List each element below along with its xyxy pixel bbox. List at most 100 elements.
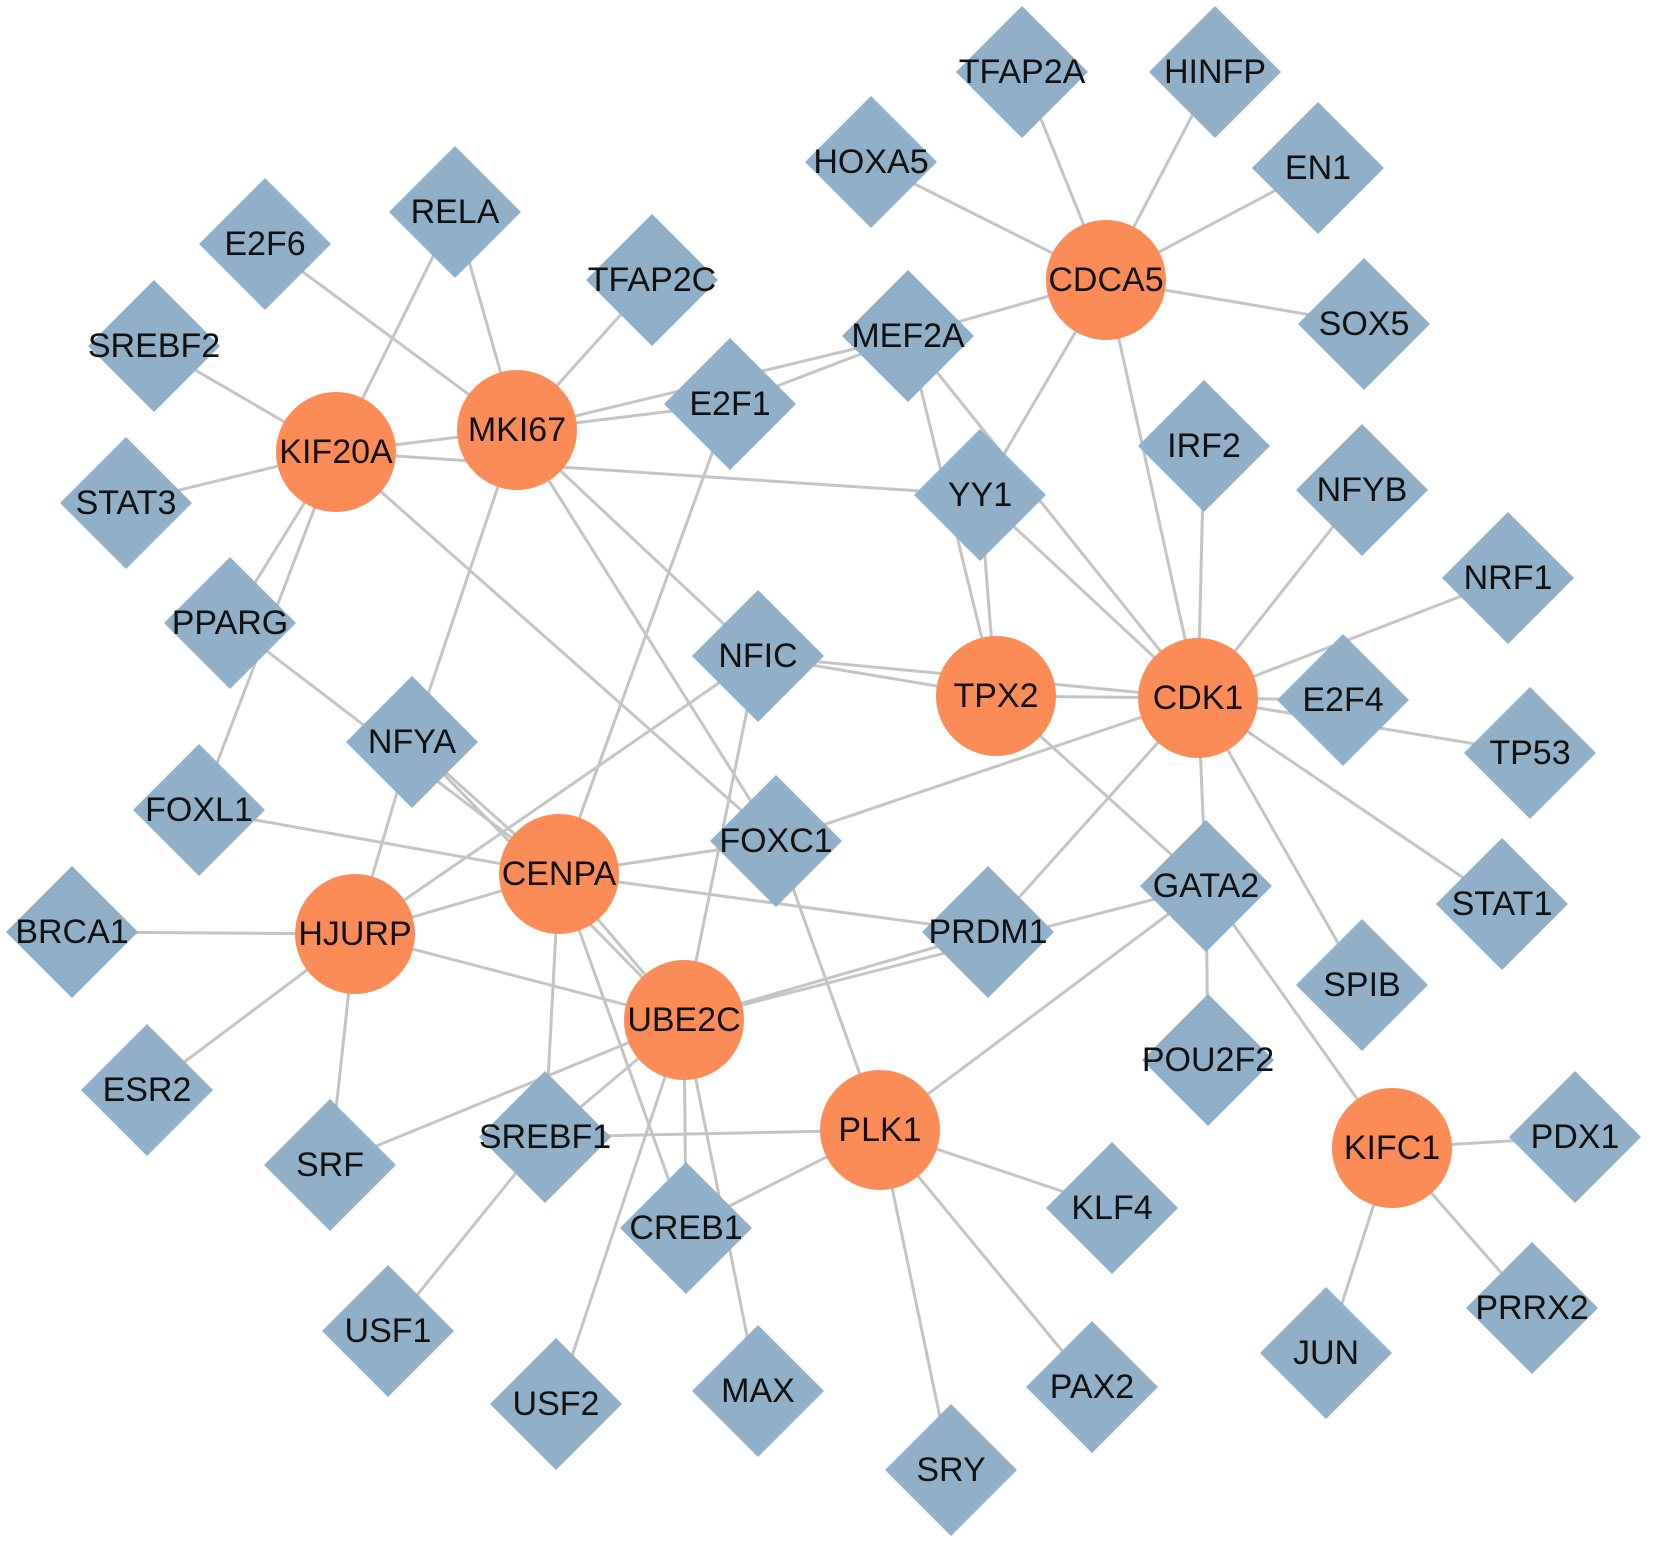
node-label-mef2a: MEF2A: [851, 317, 965, 355]
tf-diamond-tfap2a: [956, 6, 1088, 138]
tf-node-en1[interactable]: EN1: [1252, 102, 1384, 234]
tf-node-prrx2[interactable]: PRRX2: [1466, 1242, 1598, 1374]
tf-node-klf4[interactable]: KLF4: [1046, 1142, 1178, 1274]
node-label-plk1: PLK1: [838, 1111, 921, 1149]
tf-node-pax2[interactable]: PAX2: [1026, 1321, 1158, 1453]
tf-node-spib[interactable]: SPIB: [1296, 919, 1428, 1051]
tf-diamond-pparg: [164, 557, 296, 689]
hub-node-ube2c[interactable]: UBE2C: [624, 960, 744, 1080]
tf-node-e2f4[interactable]: E2F4: [1277, 634, 1409, 766]
tf-diamond-jun: [1260, 1287, 1392, 1419]
tf-node-max[interactable]: MAX: [692, 1325, 824, 1457]
node-label-prrx2: PRRX2: [1475, 1289, 1588, 1327]
hub-node-cenpa[interactable]: CENPA: [499, 814, 619, 934]
node-label-pdx1: PDX1: [1531, 1118, 1620, 1156]
edge-kif20a-foxc1: [335, 450, 777, 843]
tf-diamond-srebf2: [88, 280, 220, 412]
node-label-foxc1: FOXC1: [719, 822, 832, 860]
node-label-pparg: PPARG: [172, 604, 289, 642]
tf-node-srebf2[interactable]: SREBF2: [88, 280, 220, 412]
tf-diamond-hoxa5: [805, 96, 937, 228]
tf-node-creb1[interactable]: CREB1: [620, 1162, 752, 1294]
node-label-en1: EN1: [1285, 149, 1351, 187]
tf-diamond-pax2: [1026, 1321, 1158, 1453]
tf-node-pou2f2[interactable]: POU2F2: [1142, 994, 1274, 1126]
node-label-hjurp: HJURP: [298, 915, 411, 953]
tf-diamond-e2f1: [664, 338, 796, 470]
node-label-yy1: YY1: [948, 476, 1012, 514]
tf-node-nfyb[interactable]: NFYB: [1296, 424, 1428, 556]
tf-diamond-foxl1: [133, 744, 265, 876]
tf-node-nrf1[interactable]: NRF1: [1442, 512, 1574, 644]
tf-node-brca1[interactable]: BRCA1: [6, 866, 138, 998]
tf-node-stat1[interactable]: STAT1: [1436, 838, 1568, 970]
node-label-max: MAX: [721, 1372, 795, 1410]
tf-node-hoxa5[interactable]: HOXA5: [805, 96, 937, 228]
tf-diamond-srf: [264, 1099, 396, 1231]
tf-node-mef2a[interactable]: MEF2A: [842, 270, 974, 402]
tf-node-yy1[interactable]: YY1: [914, 429, 1046, 561]
tf-diamond-sry: [885, 1404, 1017, 1536]
node-label-nfya: NFYA: [368, 723, 456, 761]
tf-node-tfap2a[interactable]: TFAP2A: [956, 6, 1088, 138]
hub-node-kif20a[interactable]: KIF20A: [276, 392, 396, 512]
tf-node-sox5[interactable]: SOX5: [1298, 258, 1430, 390]
tf-node-nfya[interactable]: NFYA: [346, 676, 478, 808]
hub-node-cdca5[interactable]: CDCA5: [1046, 220, 1166, 340]
hub-node-plk1[interactable]: PLK1: [820, 1070, 940, 1190]
tf-node-irf2[interactable]: IRF2: [1138, 380, 1270, 512]
tf-diamond-klf4: [1046, 1142, 1178, 1274]
tf-diamond-srebf1: [479, 1071, 611, 1203]
tf-node-gata2[interactable]: GATA2: [1140, 820, 1272, 952]
tf-node-usf1[interactable]: USF1: [322, 1265, 454, 1397]
node-label-hoxa5: HOXA5: [813, 143, 928, 181]
tf-node-foxc1[interactable]: FOXC1: [710, 775, 842, 907]
tf-node-e2f1[interactable]: E2F1: [664, 338, 796, 470]
tf-diamond-irf2: [1138, 380, 1270, 512]
tf-diamond-hinfp: [1149, 6, 1281, 138]
hub-circle-mki67: [457, 370, 577, 490]
tf-node-e2f6[interactable]: E2F6: [199, 178, 331, 310]
tf-diamond-tp53: [1464, 687, 1596, 819]
tf-node-nfic[interactable]: NFIC: [692, 590, 824, 722]
tf-node-usf2[interactable]: USF2: [490, 1338, 622, 1470]
tf-diamond-e2f6: [199, 178, 331, 310]
hub-node-tpx2[interactable]: TPX2: [936, 636, 1056, 756]
node-label-nfyb: NFYB: [1317, 471, 1408, 509]
node-label-pax2: PAX2: [1050, 1368, 1134, 1406]
edge-cdk1-foxc1: [775, 696, 1199, 843]
tf-node-srebf1[interactable]: SREBF1: [479, 1071, 611, 1203]
tf-node-tp53[interactable]: TP53: [1464, 687, 1596, 819]
tf-node-pparg[interactable]: PPARG: [164, 557, 296, 689]
edge-cdk1-stat1: [1197, 696, 1503, 906]
tf-node-tfap2c[interactable]: TFAP2C: [586, 214, 718, 346]
hub-circle-ube2c: [624, 960, 744, 1080]
node-label-creb1: CREB1: [629, 1209, 742, 1247]
tf-diamond-mef2a: [842, 270, 974, 402]
tf-node-hinfp[interactable]: HINFP: [1149, 6, 1281, 138]
tf-node-stat3[interactable]: STAT3: [60, 437, 192, 569]
node-label-stat3: STAT3: [76, 484, 177, 522]
edge-cenpa-creb1: [557, 873, 688, 1229]
tf-diamond-spib: [1296, 919, 1428, 1051]
tf-diamond-usf1: [322, 1265, 454, 1397]
tf-diamond-brca1: [6, 866, 138, 998]
hub-circle-cenpa: [499, 814, 619, 934]
hub-node-kifc1[interactable]: KIFC1: [1332, 1088, 1452, 1208]
hub-node-hjurp[interactable]: HJURP: [295, 874, 415, 994]
tf-diamond-max: [692, 1325, 824, 1457]
tf-node-pdx1[interactable]: PDX1: [1509, 1071, 1641, 1203]
hub-circle-cdk1: [1138, 638, 1258, 758]
tf-node-jun[interactable]: JUN: [1260, 1287, 1392, 1419]
tf-node-foxl1[interactable]: FOXL1: [133, 744, 265, 876]
tf-node-sry[interactable]: SRY: [885, 1404, 1017, 1536]
hub-node-cdk1[interactable]: CDK1: [1138, 638, 1258, 758]
hub-node-mki67[interactable]: MKI67: [457, 370, 577, 490]
tf-node-rela[interactable]: RELA: [389, 146, 521, 278]
tf-node-prdm1[interactable]: PRDM1: [922, 866, 1054, 998]
tf-node-esr2[interactable]: ESR2: [81, 1024, 213, 1156]
node-label-e2f6: E2F6: [224, 225, 305, 263]
tf-node-srf[interactable]: SRF: [264, 1099, 396, 1231]
node-label-srebf2: SREBF2: [88, 327, 220, 365]
